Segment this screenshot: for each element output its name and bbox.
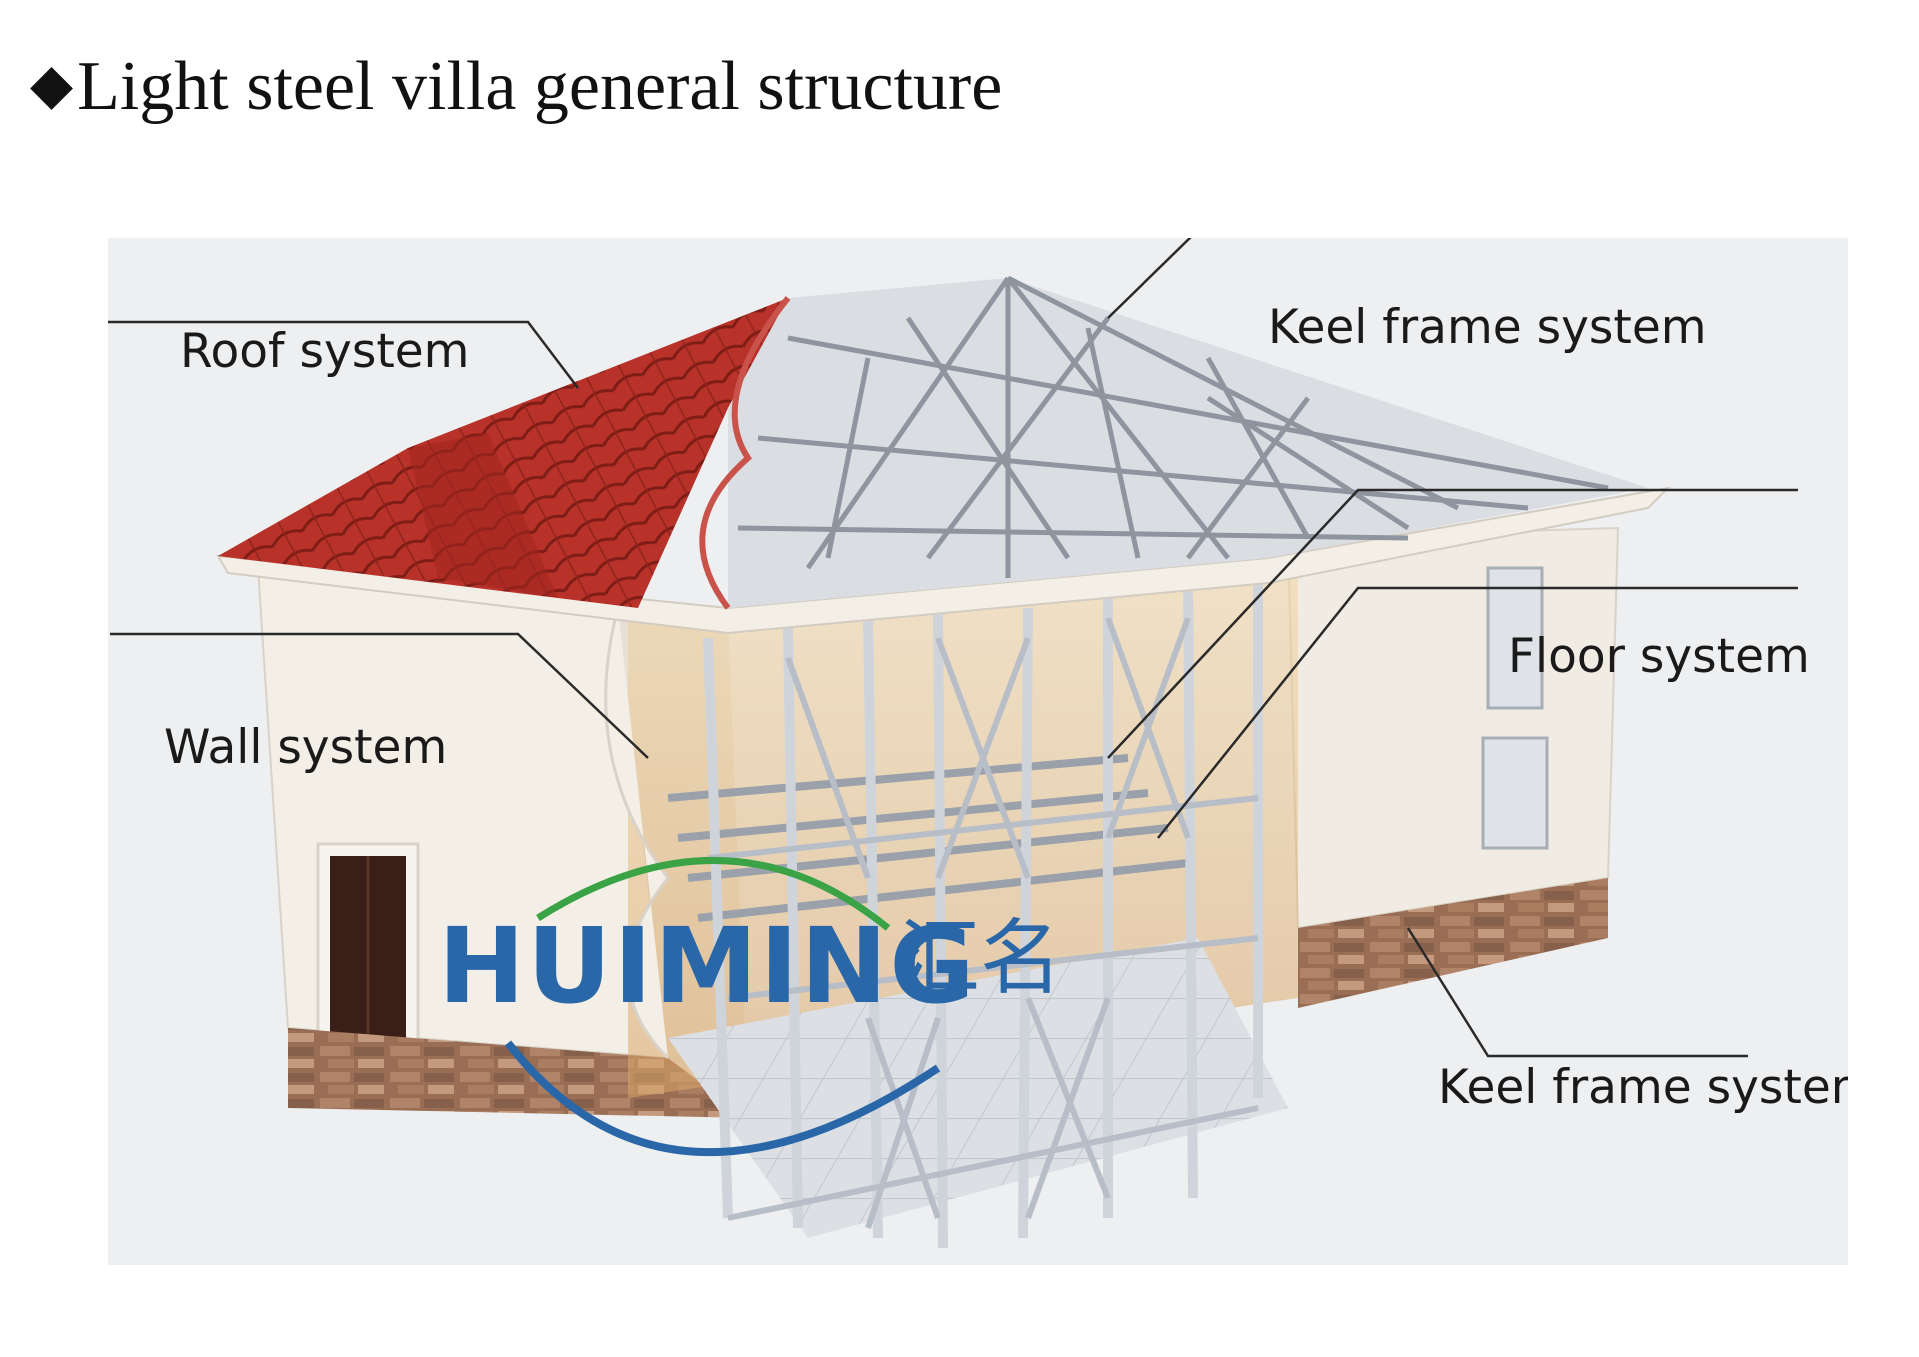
villa-illustration	[108, 238, 1798, 1249]
label-keel-frame-system-bottom: Keel frame system	[1438, 1060, 1848, 1115]
logo-chinese-name: 汇名	[898, 911, 1063, 1006]
label-floor-system: Floor system	[1508, 629, 1810, 684]
diamond-bullet-icon: ◆	[30, 54, 74, 116]
roof	[216, 275, 1671, 635]
label-keel-frame-system-top: Keel frame system	[1268, 300, 1707, 355]
label-wall-system: Wall system	[164, 720, 448, 775]
wall-block-right	[1286, 526, 1620, 1008]
logo-swoosh-bottom	[504, 1040, 941, 1157]
logo-swoosh-top	[536, 856, 891, 931]
villa-diagram: Roof system Keel frame system Floor syst…	[108, 238, 1848, 1265]
steel-frame-interior	[604, 538, 1298, 1249]
callout-lines	[108, 238, 1798, 1058]
logo-wordmark: HUIMING	[438, 905, 977, 1027]
label-roof-system: Roof system	[180, 324, 470, 379]
title-text: Light steel villa general structure	[77, 48, 1003, 125]
page-title: ◆Light steel villa general structure	[30, 52, 1002, 122]
